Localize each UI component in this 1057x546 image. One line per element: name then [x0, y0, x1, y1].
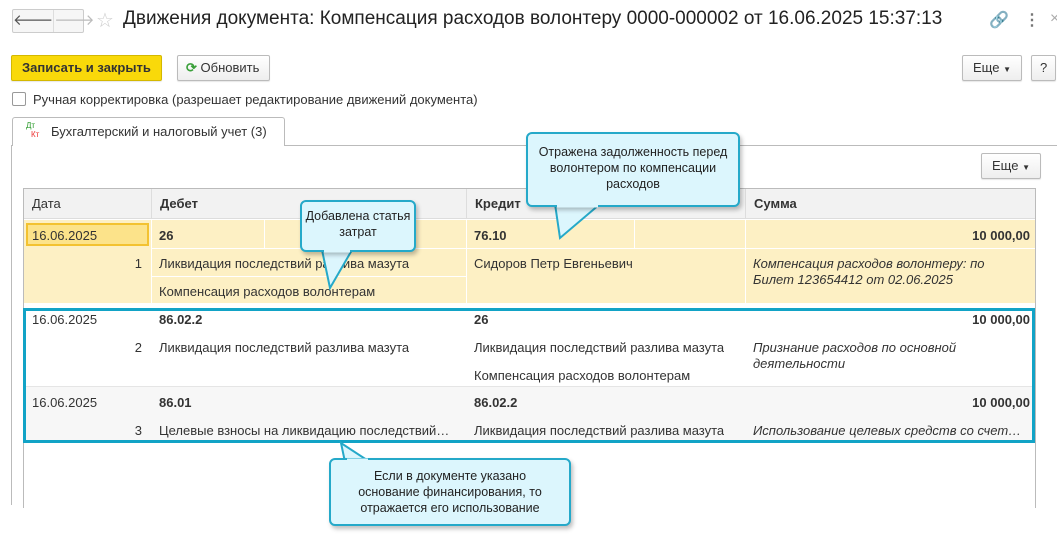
more-actions-icon[interactable]: ⋮ — [1024, 12, 1040, 29]
refresh-label: Обновить — [200, 60, 260, 75]
tab-label: Бухгалтерский и налоговый учет (3) — [51, 124, 267, 139]
callout-funding: Если в документе указано основание финан… — [329, 458, 571, 526]
col-credit[interactable]: Кредит — [466, 189, 745, 219]
help-button[interactable]: ? — [1031, 55, 1057, 81]
forward-button[interactable]: 🡒 — [53, 10, 94, 32]
callout-cost-item: Добавлена статья затрат — [300, 200, 416, 252]
dropdown-icon: ▼ — [1003, 65, 1011, 74]
back-button[interactable]: 🡐 — [13, 12, 54, 29]
col-sum[interactable]: Сумма — [745, 189, 1035, 219]
tab-panel-border — [11, 145, 12, 505]
refresh-button[interactable]: ⟳ Обновить — [177, 55, 271, 81]
col-debit[interactable]: Дебет — [151, 189, 466, 219]
postings-table: Дата Дебет Кредит Сумма 16.06.2025 1 26 … — [23, 188, 1036, 508]
save-close-button[interactable]: Записать и закрыть — [11, 55, 162, 81]
nav-buttons: 🡐🡒 — [12, 9, 94, 33]
link-icon[interactable]: 🔗 — [989, 12, 1009, 29]
callout-volunteer-debt: Отражена задолженность перед волонтером … — [526, 132, 740, 207]
window-title: Движения документа: Компенсация расходов… — [123, 8, 943, 29]
more-label: Еще — [973, 60, 1000, 75]
close-icon[interactable]: × — [1050, 10, 1057, 27]
row-3-bg — [24, 386, 1035, 443]
table-more-label: Еще — [992, 158, 1019, 173]
manual-correction-label: Ручная корректировка (разрешает редактир… — [33, 92, 478, 107]
col-date[interactable]: Дата — [32, 196, 61, 211]
manual-correction-checkbox[interactable] — [12, 92, 26, 106]
refresh-icon: ⟳ — [186, 60, 197, 75]
highlight-frame — [23, 308, 1035, 443]
more-button[interactable]: Еще ▼ — [962, 55, 1022, 81]
star-icon[interactable]: ☆ — [96, 10, 114, 32]
table-row-highlight — [24, 220, 1035, 303]
selected-cell — [26, 223, 149, 246]
row-content: Признание расходов по основной деятельно… — [753, 340, 957, 371]
dropdown-icon: ▼ — [1022, 163, 1030, 172]
row-content: Компенсация расходов волонтеру: по Билет… — [753, 256, 985, 287]
table-more-button[interactable]: Еще ▼ — [981, 153, 1041, 179]
